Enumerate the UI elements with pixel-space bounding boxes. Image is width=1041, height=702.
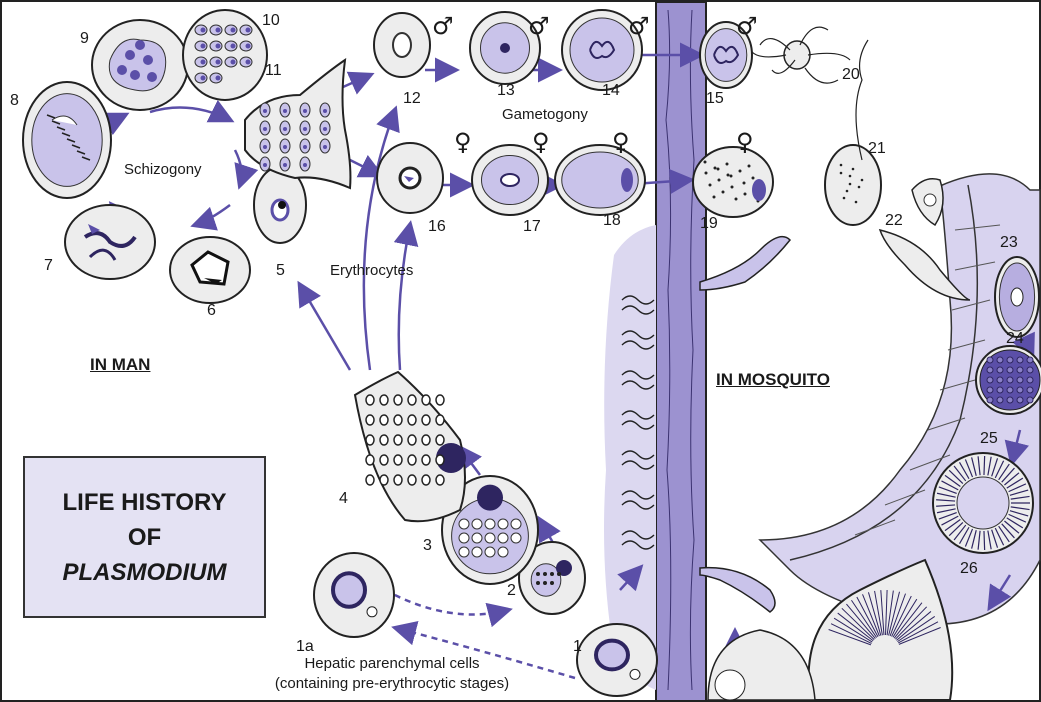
- region-in-man: IN MAN: [90, 355, 150, 375]
- stage-1-cell: [577, 624, 657, 696]
- label-gametogony: Gametogony: [502, 106, 588, 123]
- title-line-2: OF: [128, 520, 161, 555]
- stage-number-15: 15: [706, 90, 724, 108]
- stage-number-5: 5: [276, 262, 285, 280]
- stage-number-19: 19: [700, 215, 718, 233]
- female-symbol-17: ♀: [532, 130, 550, 154]
- stage-7-cell: [65, 205, 155, 279]
- female-symbol-16: ♀: [454, 130, 472, 154]
- label-schizogony: Schizogony: [124, 161, 202, 178]
- stage-4-cell: [355, 372, 466, 521]
- stage-24-cell: [976, 346, 1041, 414]
- stage-10-cell: [183, 10, 267, 100]
- stage-number-14: 14: [602, 82, 620, 100]
- title-line-1: LIFE HISTORY: [62, 485, 226, 520]
- male-symbol-14: ♂: [628, 14, 650, 38]
- stage-number-7: 7: [44, 257, 53, 275]
- stage-number-2: 2: [507, 582, 516, 600]
- stage-19-cell: [693, 147, 773, 217]
- stage-number-17: 17: [523, 218, 541, 236]
- stage-number-18: 18: [603, 212, 621, 230]
- stage-6-cell: [170, 237, 250, 303]
- stage-number-26: 26: [960, 560, 978, 578]
- stage-8-cell: [23, 82, 111, 198]
- male-symbol-12: ♂: [432, 14, 454, 38]
- male-symbol-15: ♂: [736, 14, 758, 38]
- female-symbol-18: ♀: [612, 130, 630, 154]
- stage-number-9: 9: [80, 30, 89, 48]
- region-in-mosquito: IN MOSQUITO: [716, 370, 830, 390]
- stage-number-4: 4: [339, 490, 348, 508]
- stage-number-3: 3: [423, 537, 432, 555]
- stage-number-23: 23: [1000, 234, 1018, 252]
- stage-9-cell: [92, 20, 188, 110]
- stage-12-cell: [374, 13, 430, 77]
- stage-16-cell: [377, 143, 443, 213]
- salivary-gland: [708, 630, 815, 700]
- stage-number-25: 25: [980, 430, 998, 448]
- flagella: [752, 27, 868, 160]
- proboscis-vessel: [656, 2, 706, 701]
- male-symbol-13: ♂: [528, 14, 550, 38]
- stage-number-24: 24: [1006, 330, 1024, 348]
- tissue: [604, 225, 656, 690]
- stage-number-11: 11: [265, 62, 282, 80]
- stage-1a-cell: [314, 553, 394, 637]
- title-line-3: PLASMODIUM: [63, 555, 227, 590]
- stage-25-cell: [933, 453, 1033, 553]
- label-erythrocytes: Erythrocytes: [330, 262, 413, 279]
- hepatic-caption-line-2: (containing pre-erythrocytic stages): [212, 674, 572, 694]
- hepatic-caption: Hepatic parenchymal cells (containing pr…: [212, 654, 572, 694]
- stage-number-20: 20: [842, 66, 860, 84]
- stage-number-8: 8: [10, 92, 19, 110]
- stage-number-13: 13: [497, 82, 515, 100]
- hepatic-caption-line-1: Hepatic parenchymal cells: [212, 654, 572, 674]
- title-box: LIFE HISTORY OF PLASMODIUM: [23, 456, 266, 618]
- stage-number-10: 10: [262, 12, 280, 30]
- stage-23-cell: [995, 257, 1039, 337]
- stage-20-microgamete: [784, 41, 810, 69]
- female-symbol-19: ♀: [736, 130, 754, 154]
- stage-number-16: 16: [428, 218, 446, 236]
- stage-number-12: 12: [403, 90, 421, 108]
- stage-number-1: 1: [573, 638, 582, 656]
- stage-18-cell: [555, 145, 645, 215]
- stage-number-21: 21: [868, 140, 886, 158]
- stage-number-22: 22: [885, 212, 903, 230]
- stage-number-6: 6: [207, 302, 216, 320]
